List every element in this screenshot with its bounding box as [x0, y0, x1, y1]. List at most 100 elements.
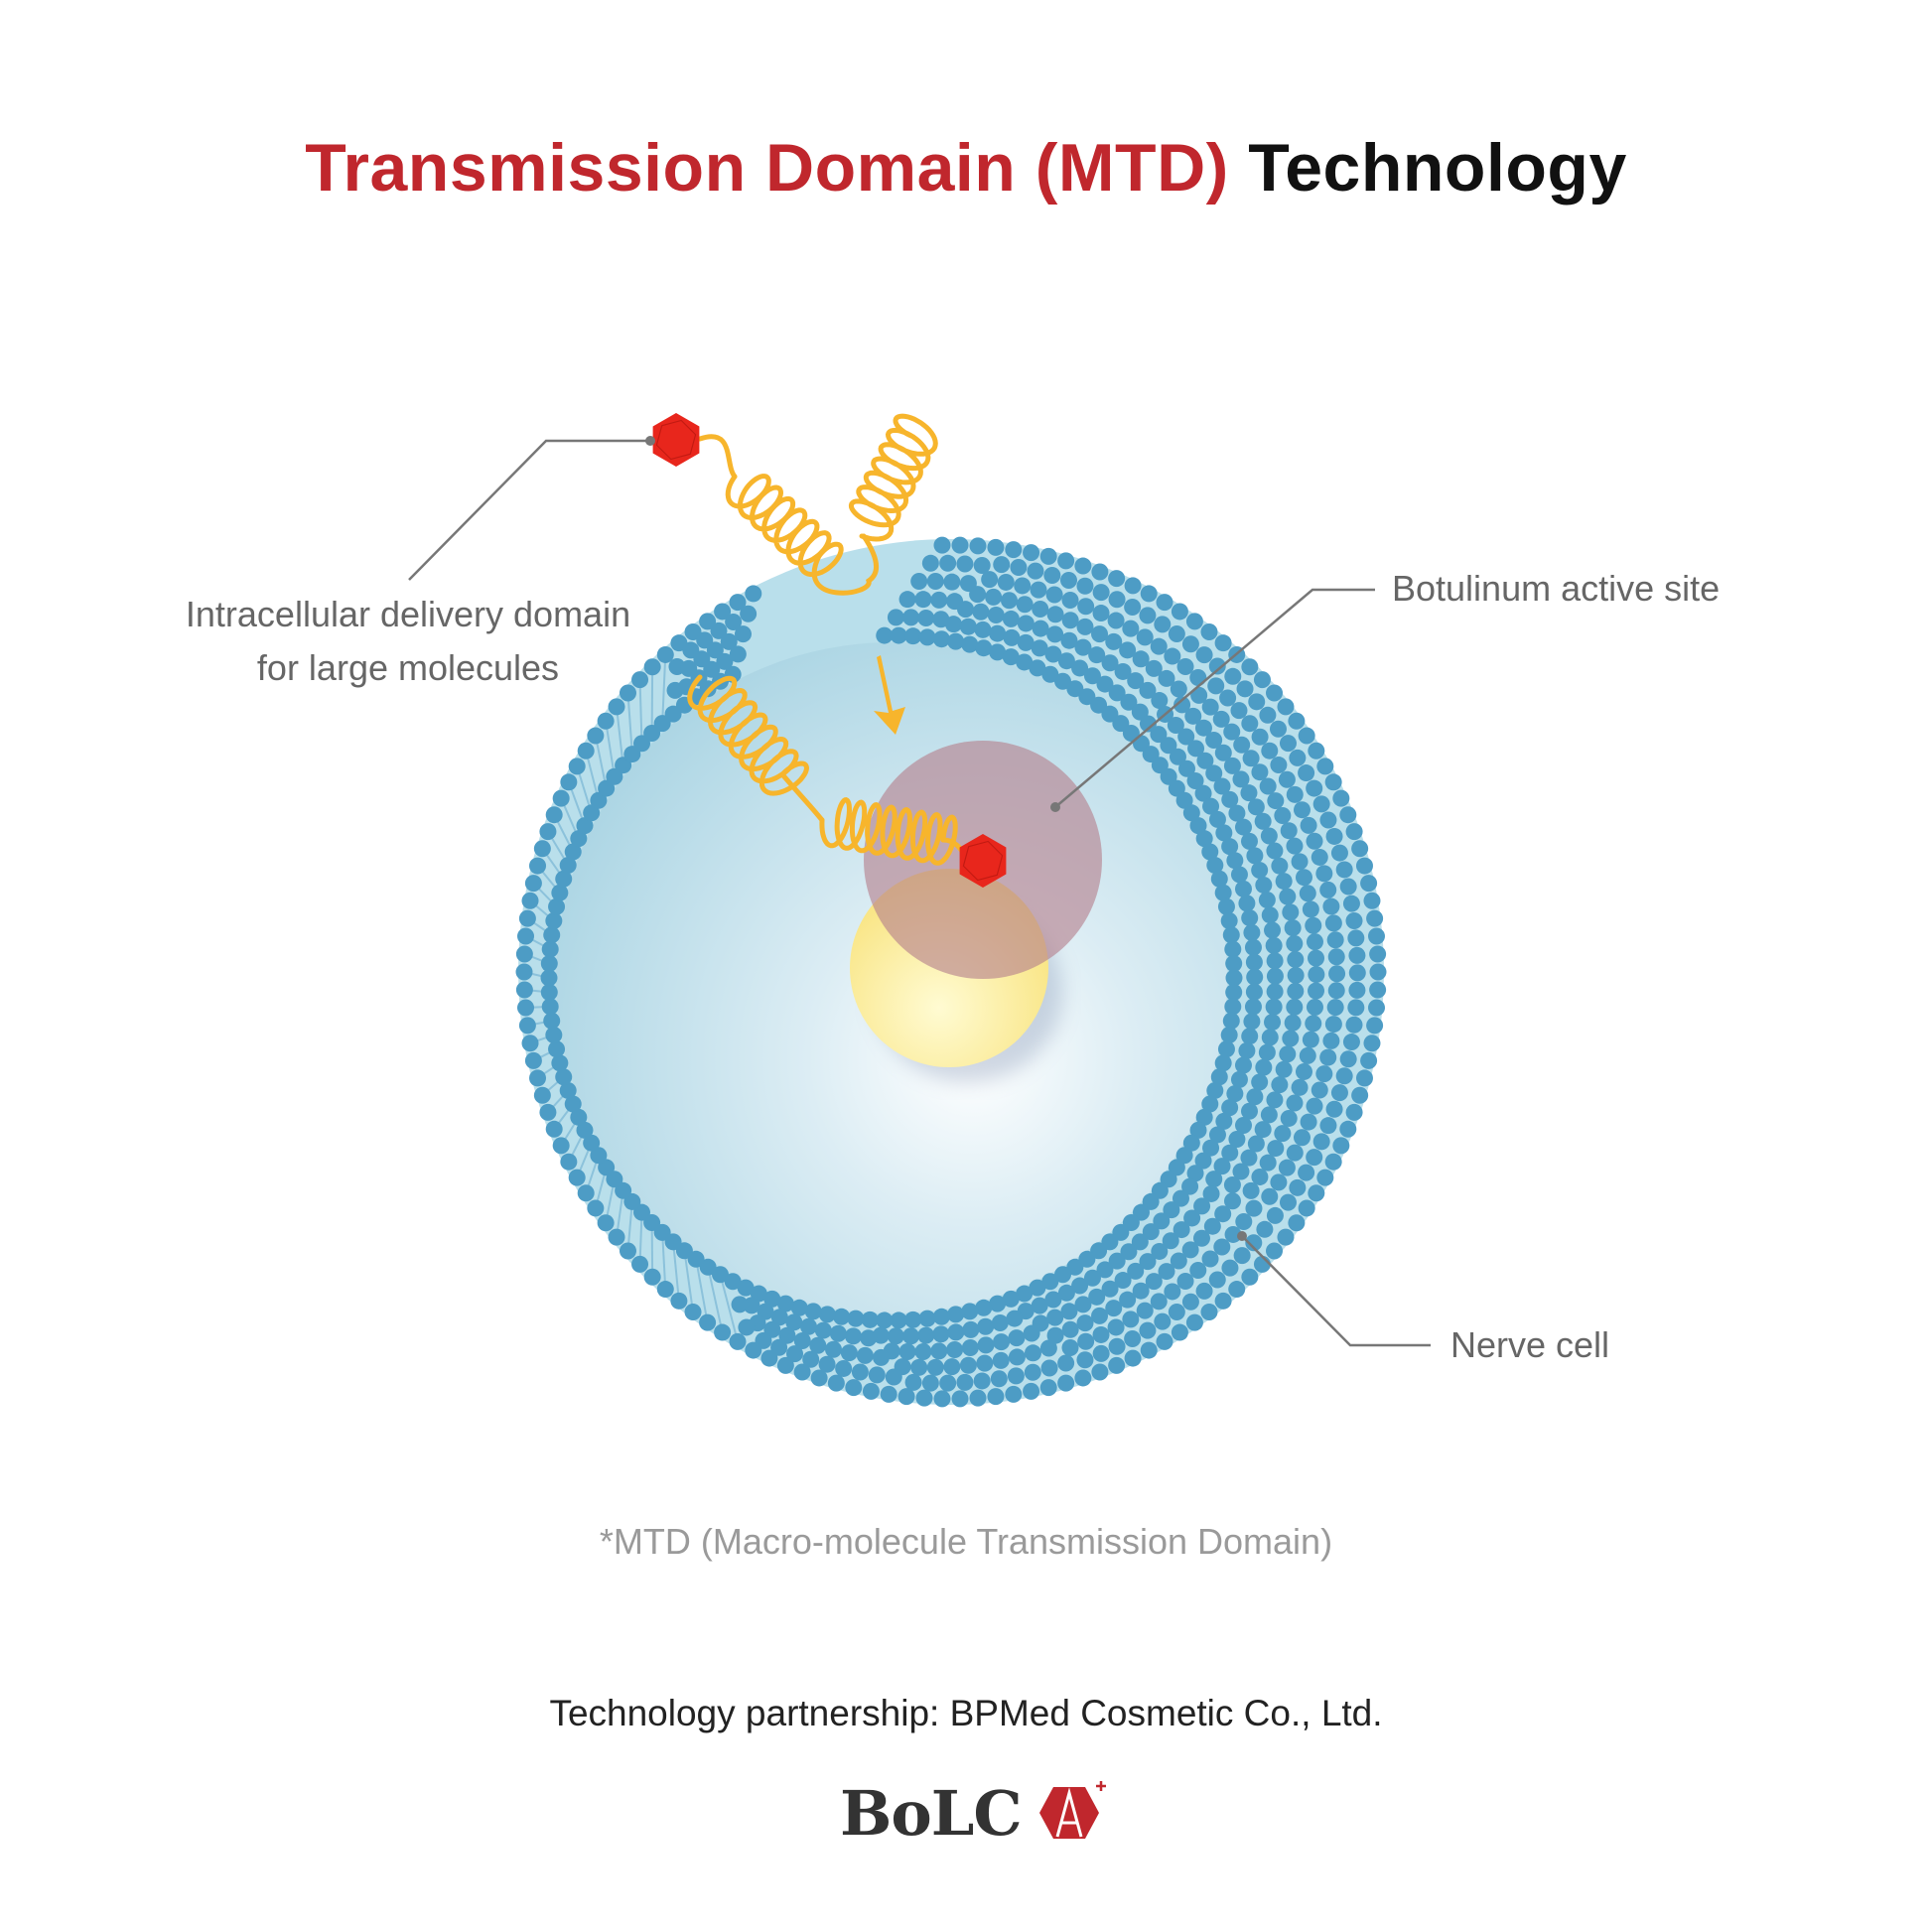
lipid-head [959, 618, 977, 635]
lipid-head [1298, 1199, 1315, 1217]
lipid-head [1059, 572, 1077, 590]
lipid-head [1139, 1253, 1157, 1271]
lipid-head [1242, 750, 1260, 767]
lipid-head [1265, 998, 1283, 1016]
lipid-head [1000, 592, 1018, 610]
lipid-head [1266, 952, 1284, 970]
lipid-tail [661, 1240, 666, 1282]
lipid-head [1224, 667, 1242, 685]
lipid-tail [596, 1174, 606, 1201]
lipid-head [1266, 983, 1284, 1001]
lipid-tail [535, 904, 549, 917]
lipid-head [1305, 916, 1322, 934]
lipid-head [1242, 1181, 1260, 1199]
lipid-head [675, 1242, 693, 1260]
lipid-head [1228, 804, 1246, 822]
lipid-head [606, 1171, 623, 1188]
lipid-head [541, 998, 559, 1016]
lipid-head [809, 1336, 827, 1354]
lipid-tail [638, 1220, 643, 1257]
lipid-head [560, 773, 578, 791]
lipid-head [989, 624, 1007, 642]
lipid-head [974, 621, 992, 638]
lipid-head [1367, 927, 1385, 945]
lipid-head [1057, 1284, 1075, 1302]
lipid-head [1156, 594, 1173, 612]
lipid-head [1244, 938, 1262, 956]
lipid-head [1040, 1359, 1058, 1377]
lipid-head [1235, 818, 1253, 836]
lipid-head [1224, 998, 1242, 1016]
lipid-head [1124, 598, 1142, 616]
lipid-tail [551, 837, 565, 860]
lipid-head [1008, 1329, 1026, 1347]
lipid-head [1131, 703, 1149, 721]
lipid-head [1332, 789, 1350, 807]
lipid-head [1254, 812, 1272, 830]
lipid-head [564, 1095, 582, 1113]
lipid-head [724, 1273, 742, 1291]
lipid-head [1114, 662, 1132, 680]
lipid-head [1164, 1283, 1181, 1301]
lipid-head [1092, 1344, 1110, 1362]
lipid-head [1259, 1154, 1277, 1172]
lipid-head [969, 1389, 987, 1407]
lipid-head [959, 1356, 977, 1374]
lipid-tail [564, 1123, 576, 1140]
lipid-head [1299, 1046, 1316, 1064]
lipid-head [1251, 862, 1269, 880]
lipid-head [1345, 1103, 1363, 1121]
lipid-tail [661, 662, 666, 716]
lipid-head [1280, 1109, 1298, 1127]
lipid-head [1275, 873, 1293, 891]
leader-delivery [408, 439, 650, 581]
lipid-head [1153, 1212, 1171, 1230]
lipid-head [1322, 897, 1340, 915]
lipid-head [631, 671, 649, 689]
lipid-head [598, 779, 616, 797]
lipid-tail [556, 821, 571, 846]
lipid-head [1041, 665, 1059, 683]
lipid-head [1351, 840, 1369, 858]
lipid-tail [696, 1266, 708, 1315]
lipid-head [1176, 658, 1194, 676]
lipid-head [545, 1120, 563, 1138]
lipid-head [800, 1317, 818, 1335]
lipid-head [555, 870, 573, 888]
lipid-head [910, 1358, 928, 1376]
lipid-head [776, 1356, 794, 1374]
lipid-head [1029, 659, 1046, 677]
lipid-head [1319, 811, 1337, 829]
lipid-head [587, 727, 605, 745]
lipid-head [917, 1326, 935, 1344]
lipid-tail [532, 989, 542, 993]
lipid-head [1214, 1205, 1232, 1223]
lipid-head [1221, 1099, 1239, 1117]
lipid-head [1030, 581, 1047, 599]
lipid-head [1183, 1209, 1201, 1227]
lipid-head [540, 969, 558, 987]
lipid-head [1139, 607, 1157, 624]
lipid-head [1124, 577, 1142, 595]
lipid-head [1172, 1189, 1189, 1207]
lipid-head [1127, 672, 1145, 690]
lipid-head [515, 981, 533, 999]
lipid-head [1196, 752, 1214, 769]
lipid-head [1008, 1348, 1026, 1366]
lipid-head [577, 742, 595, 759]
lipid-head [619, 684, 636, 702]
lipid-head [917, 610, 935, 627]
lipid-head [946, 1341, 964, 1359]
lipid-head [1247, 1135, 1265, 1153]
lipid-head [1212, 710, 1230, 728]
spring-tail [779, 771, 825, 823]
lipid-head [1124, 1349, 1142, 1367]
lipid-head [699, 1258, 717, 1276]
molecule-facet [655, 419, 697, 461]
lipid-head [1220, 1027, 1238, 1044]
lipid-tail [540, 1051, 550, 1058]
lipid-head [734, 625, 752, 643]
lipid-head [1345, 911, 1363, 929]
lipid-head [590, 791, 608, 809]
lipid-head [598, 1159, 616, 1176]
